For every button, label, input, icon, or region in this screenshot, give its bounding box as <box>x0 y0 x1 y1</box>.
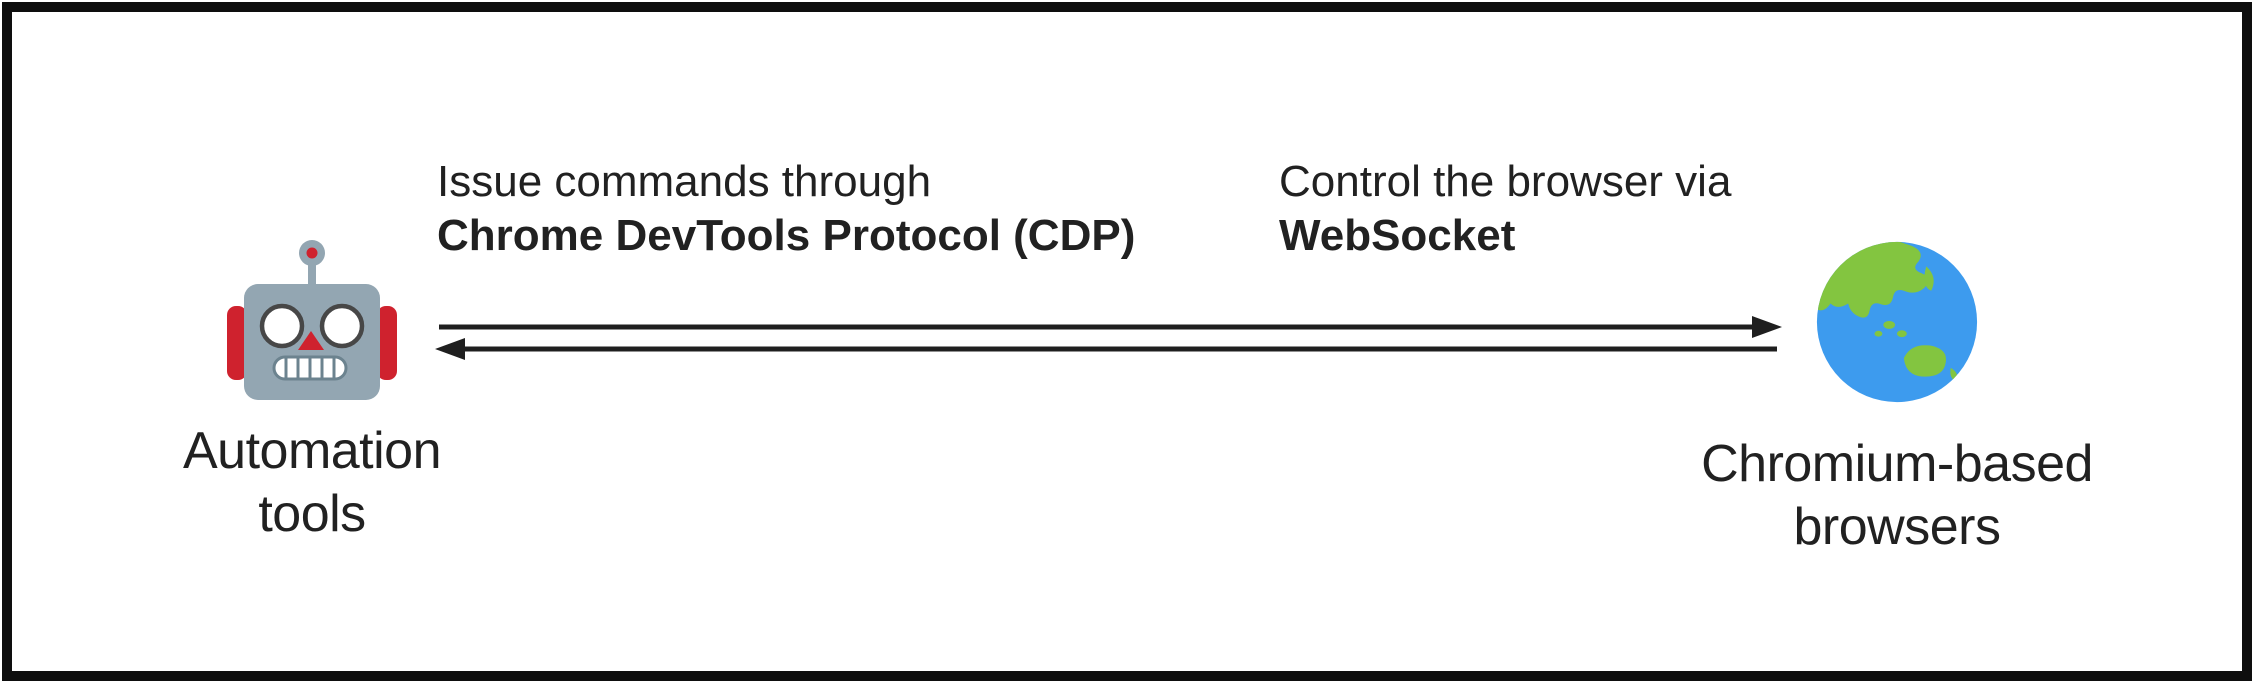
automation-tools-caption: Automation tools <box>92 420 532 546</box>
cdp-label-line1: Issue commands through <box>437 157 932 206</box>
arrow-left <box>435 338 1777 360</box>
robot-icon <box>227 240 397 400</box>
caption-line: Automation <box>182 422 442 480</box>
globe-asia-icon <box>1816 241 1978 403</box>
diagram-stage: Automation tools <box>12 12 2242 671</box>
caption-line: tools <box>258 485 366 543</box>
arrow-right <box>439 316 1782 338</box>
websocket-label-line1: Control the browser via <box>1279 157 1732 206</box>
websocket-label-line2: WebSocket <box>1279 211 1516 260</box>
websocket-connection-label: Control the browser via WebSocket <box>1279 155 1731 263</box>
caption-line: Chromium-based <box>1701 435 2093 493</box>
cdp-label-line2: Chrome DevTools Protocol (CDP) <box>437 211 1136 260</box>
chromium-browsers-caption: Chromium-based browsers <box>1657 433 2137 559</box>
bidirectional-arrows <box>435 316 1782 360</box>
caption-line: browsers <box>1793 498 2001 556</box>
cdp-connection-label: Issue commands through Chrome DevTools P… <box>437 155 1135 263</box>
